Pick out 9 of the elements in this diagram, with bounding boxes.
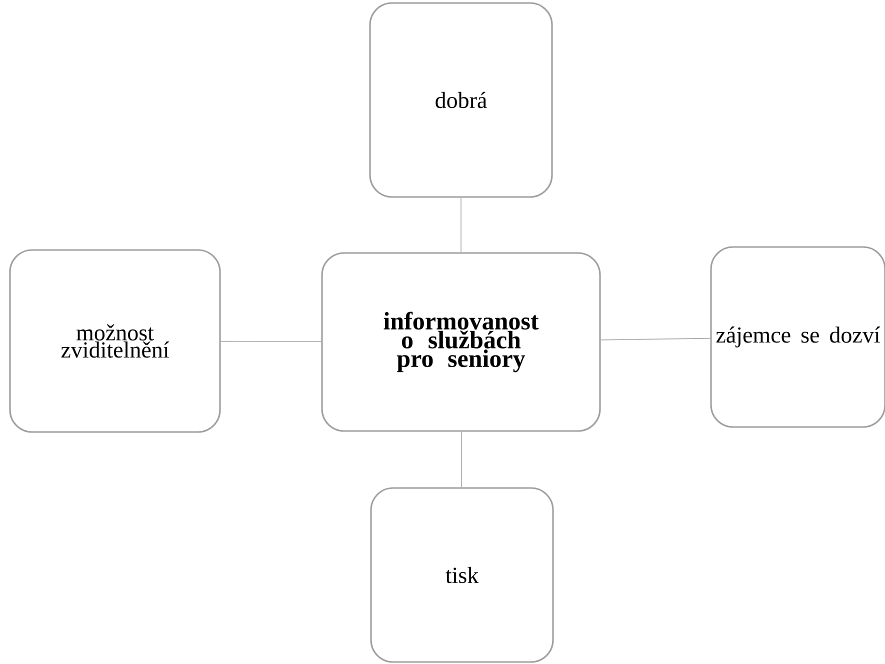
rounded-box: tisk: [370, 487, 554, 663]
connector-line: [461, 431, 462, 488]
rounded-box: informovanost o službách pro seniory: [321, 252, 601, 432]
rounded-box: dobrá: [369, 2, 553, 198]
rounded-box: možnost zviditelnění: [9, 249, 221, 433]
rounded-box: zájemce se dozví: [710, 246, 885, 428]
connector-line: [220, 340, 322, 342]
connector-line: [460, 197, 462, 253]
connector-line: [600, 338, 711, 340]
